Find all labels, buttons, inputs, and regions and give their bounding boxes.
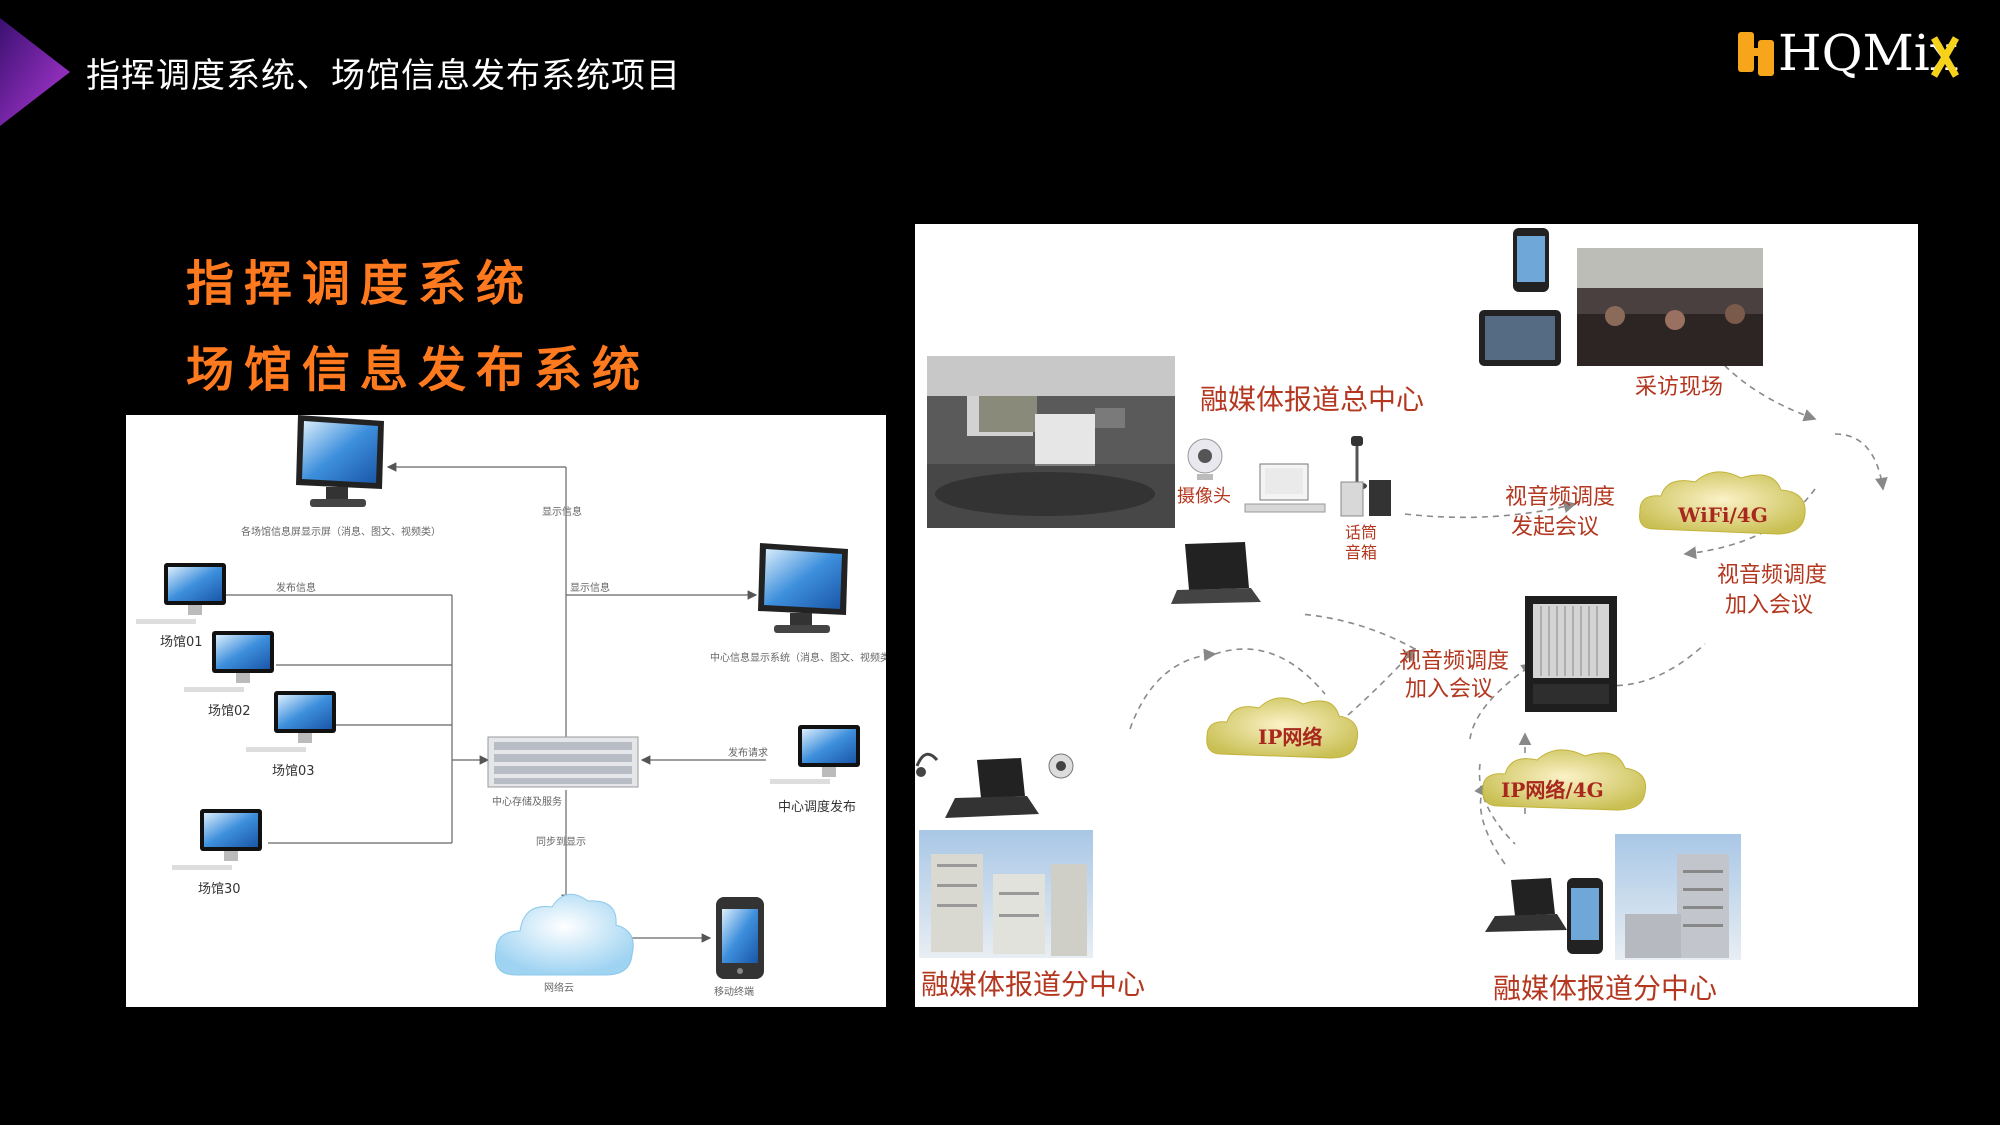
webcam-icon xyxy=(1048,753,1074,779)
center-display-monitor-icon xyxy=(758,543,848,633)
header-arrow-icon xyxy=(0,18,70,126)
media-dispatch-diagram: 融媒体报道总中心 摄像头 话筒 音箱 xyxy=(915,224,1918,1007)
desktop-pc-icon xyxy=(1244,463,1326,513)
mic-label: 话筒 xyxy=(1345,523,1377,542)
venue-label-02: 场馆02 xyxy=(208,704,251,719)
dispatch-label: 中心调度发布 xyxy=(778,799,856,815)
laptop-icon xyxy=(945,758,1039,818)
wifi-4g-cloud-icon xyxy=(1639,471,1806,535)
initiate-meeting-line-2: 发起会议 xyxy=(1511,515,1599,540)
conference-room-photo xyxy=(927,356,1175,528)
edge-label-sync: 同步到显示 xyxy=(536,836,586,848)
server-label: 中心存储及服务 xyxy=(492,795,562,808)
cloud-label: 网络云 xyxy=(544,981,574,994)
venue-computer-icon xyxy=(246,691,336,752)
brand-logo: HQMix xyxy=(1738,24,1960,82)
hq-label: 融媒体报道总中心 xyxy=(1200,383,1424,416)
laptop-icon xyxy=(1171,542,1261,604)
heading-venue-info-publish: 场馆信息发布系统 xyxy=(186,342,651,398)
network-cloud-icon xyxy=(494,893,634,976)
ip-network-cloud-label: IP网络 xyxy=(1258,725,1322,749)
page-title: 指挥调度系统、场馆信息发布系统项目 xyxy=(86,56,681,96)
edge-label-publish: 发布信息 xyxy=(276,581,316,594)
top-monitor-label: 各场馆信息屏显示屏（消息、图文、视频类） xyxy=(241,525,441,538)
ip-4g-cloud-icon xyxy=(1482,749,1647,811)
central-server-icon xyxy=(487,736,639,788)
venue-display-monitor-icon xyxy=(296,415,384,507)
interview-scene-photo xyxy=(1577,248,1763,366)
join-meeting-left-line-2: 加入会议 xyxy=(1405,677,1493,702)
ip-network-cloud-icon xyxy=(1206,697,1359,759)
branch-building-photo-right xyxy=(1615,834,1741,960)
interview-label: 采访现场 xyxy=(1635,375,1723,400)
edge-label-publish-request: 发布请求 xyxy=(728,746,768,759)
laptop-icon xyxy=(1485,878,1567,932)
edge-label-display-info-2: 显示信息 xyxy=(570,581,610,594)
center-display-label: 中心信息显示系统（消息、图文、视频类） xyxy=(710,651,886,664)
venue-publish-diagram: 各场馆信息屏显示屏（消息、图文、视频类） 显示信息 显示信息 发布信息 场馆01… xyxy=(126,415,900,1007)
mobile-label: 移动终端 xyxy=(714,985,754,998)
logo-text: HQMix xyxy=(1778,24,1958,82)
venue-computer-icon xyxy=(172,809,262,870)
dispatch-computer-icon xyxy=(770,725,860,784)
mcu-server-rack-icon xyxy=(1525,596,1617,712)
tablet-icon xyxy=(1479,310,1561,366)
edge-label-display-info: 显示信息 xyxy=(542,505,582,518)
ip-4g-cloud-label: IP网络/4G xyxy=(1501,778,1604,802)
speaker-icon xyxy=(1340,480,1391,517)
smartphone-icon xyxy=(1513,228,1549,292)
venue-label-03: 场馆03 xyxy=(272,764,315,779)
venue-label-30: 场馆30 xyxy=(198,882,241,897)
speaker-label: 音箱 xyxy=(1345,543,1377,562)
headset-icon xyxy=(915,752,939,777)
venue-computer-icon xyxy=(136,563,226,624)
branch-label-right: 融媒体报道分中心 xyxy=(1493,972,1717,1005)
webcam-icon xyxy=(1187,438,1223,480)
branch-building-photo-left xyxy=(919,830,1093,958)
heading-command-dispatch: 指挥调度系统 xyxy=(186,256,535,312)
mobile-terminal-icon xyxy=(716,897,764,979)
join-meeting-right-line-1: 视音频调度 xyxy=(1717,563,1827,588)
smartphone-icon xyxy=(1567,878,1603,954)
join-meeting-left-line-1: 视音频调度 xyxy=(1399,649,1509,674)
initiate-meeting-line-1: 视音频调度 xyxy=(1505,485,1615,510)
wifi-4g-cloud-label: WiFi/4G xyxy=(1677,503,1768,527)
venue-computer-icon xyxy=(184,631,274,692)
join-meeting-right-line-2: 加入会议 xyxy=(1725,593,1813,618)
branch-label-left: 融媒体报道分中心 xyxy=(921,968,1145,1001)
venue-label-01: 场馆01 xyxy=(160,635,203,650)
camera-label: 摄像头 xyxy=(1177,486,1231,507)
